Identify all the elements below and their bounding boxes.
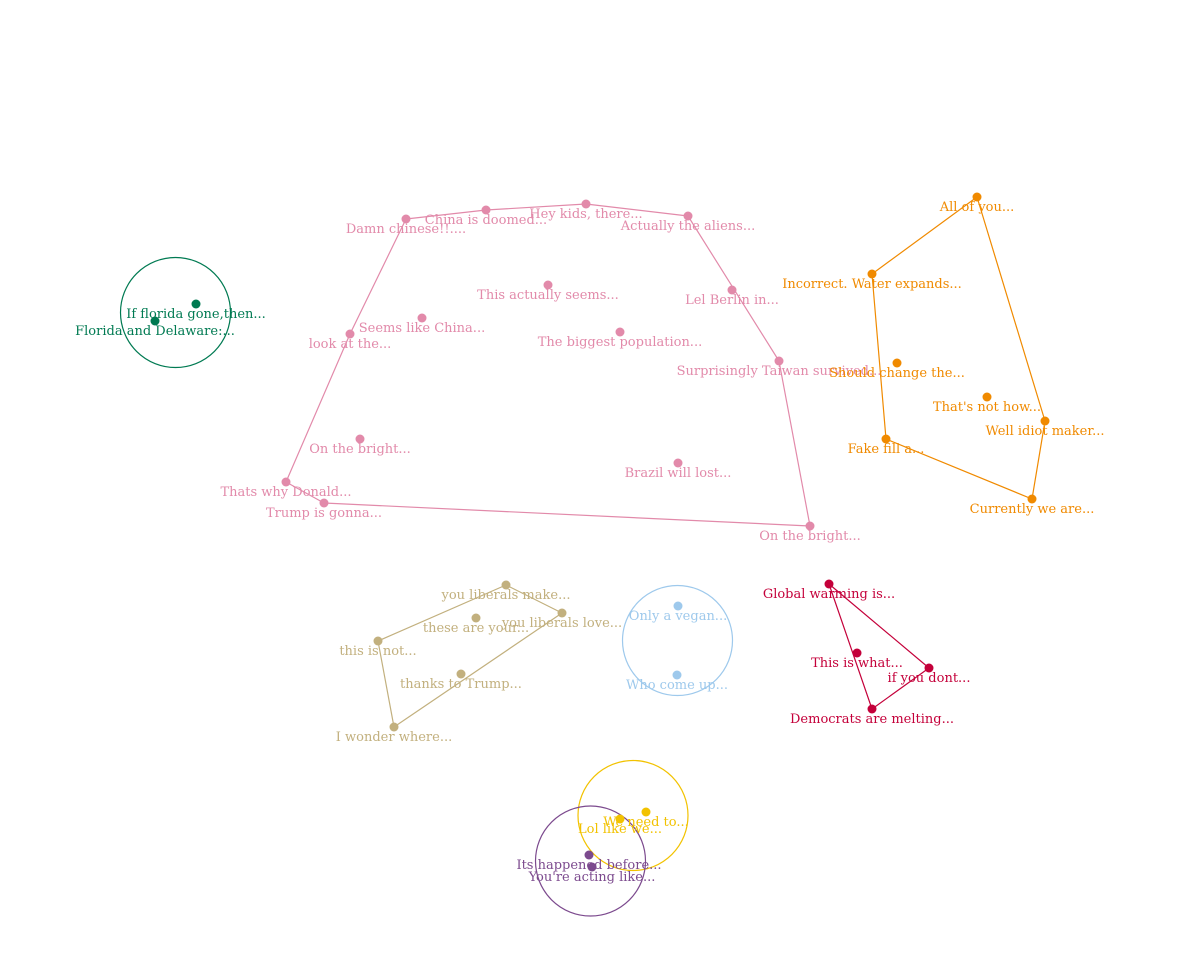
cluster-pink-point-3[interactable]: [683, 211, 693, 221]
cluster-tan-label-4: thanks to Trump...: [400, 677, 522, 692]
cluster-crimson-point-1[interactable]: [852, 648, 862, 658]
cluster-green-point-0[interactable]: [191, 299, 201, 309]
cluster-lightblue-label-1: Who come up...: [626, 678, 728, 693]
cluster-yellow-label-1: Lol like we...: [578, 822, 662, 837]
cluster-tan-label-1: these are your...: [423, 621, 529, 636]
cluster-orange-point-5[interactable]: [881, 434, 891, 444]
cluster-orange-point-2[interactable]: [892, 358, 902, 368]
cluster-tan-label-2: you liberals love...: [501, 616, 622, 631]
cluster-crimson-label-3: Democrats are melting...: [790, 712, 954, 727]
cluster-pink-point-13[interactable]: [319, 498, 329, 508]
cluster-pink-label-14: On the bright...: [759, 529, 861, 544]
cluster-green-label-1: Florida and Delaware:...: [75, 324, 235, 339]
cluster-purple-point-1[interactable]: [587, 862, 597, 872]
cluster-crimson-label-1: This is what...: [811, 656, 903, 671]
cluster-orange-point-0[interactable]: [972, 192, 982, 202]
cluster-pink-label-3: Actually the aliens...: [620, 219, 755, 234]
cluster-crimson-label-2: if you dont...: [888, 671, 971, 686]
cluster-pink-label-12: Thats why Donald...: [220, 485, 351, 500]
cluster-purple-point-0[interactable]: [584, 850, 594, 860]
cluster-pink-point-2[interactable]: [581, 199, 591, 209]
cluster-tan-label-5: I wonder where...: [336, 730, 452, 745]
cluster-tan-point-3[interactable]: [373, 636, 383, 646]
cluster-pink-point-1[interactable]: [481, 205, 491, 215]
cluster-crimson-label-0: Global warming is...: [763, 587, 895, 602]
cluster-yellow-point-0[interactable]: [641, 807, 651, 817]
cluster-pink-label-6: Seems like China...: [359, 321, 485, 336]
cluster-pink-label-4: Lel Berlin in...: [685, 293, 779, 308]
cluster-orange-label-2: Should change the...: [829, 366, 965, 381]
cluster-orange-label-4: Well idiot maker...: [985, 424, 1104, 439]
cluster-orange-label-1: Incorrect. Water expands...: [782, 277, 962, 292]
cluster-tan-label-0: you liberals make...: [441, 588, 571, 603]
cluster-green-label-0: If florida gone,then...: [126, 307, 266, 322]
cluster-pink-point-11[interactable]: [673, 458, 683, 468]
cluster-pink-point-8[interactable]: [345, 329, 355, 339]
cluster-pink-label-0: Damn chinese!!....: [346, 222, 466, 237]
cluster-pink-label-11: Brazil will lost...: [625, 466, 732, 481]
cluster-pink-label-10: On the bright...: [309, 442, 411, 457]
cluster-pink-point-4[interactable]: [727, 285, 737, 295]
cluster-pink-point-5[interactable]: [543, 280, 553, 290]
cluster-lightblue-point-0[interactable]: [673, 601, 683, 611]
cluster-pink-point-10[interactable]: [355, 434, 365, 444]
cluster-crimson-hull: [828, 583, 930, 710]
cluster-lightblue-label-0: Only a vegan...: [629, 609, 727, 624]
cluster-pink-point-6[interactable]: [417, 313, 427, 323]
cluster-pink-point-12[interactable]: [281, 477, 291, 487]
cluster-orange-point-3[interactable]: [982, 392, 992, 402]
point-labels: If florida gone,then... Florida and Delaw…: [75, 200, 1104, 885]
cluster-pink-point-9[interactable]: [774, 356, 784, 366]
cluster-green-outline: [119, 256, 232, 369]
cluster-purple-label-0: Its happened before...: [516, 858, 661, 873]
cluster-tan-point-5[interactable]: [389, 722, 399, 732]
cluster-tan-point-0[interactable]: [501, 580, 511, 590]
cluster-pink-point-7[interactable]: [615, 327, 625, 337]
cluster-orange-label-5: Fake fill a...: [848, 442, 925, 457]
cluster-orange-point-4[interactable]: [1040, 416, 1050, 426]
cluster-tan-point-1[interactable]: [471, 613, 481, 623]
cluster-yellow-outline: [577, 759, 689, 872]
cluster-orange-hull: [871, 196, 1046, 500]
cluster-orange-label-6: Currently we are...: [970, 502, 1095, 517]
cluster-orange-point-1[interactable]: [867, 269, 877, 279]
cluster-lightblue-outline: [621, 584, 734, 697]
cluster-hulls: [119, 196, 1046, 917]
cluster-pink-label-13: Trump is gonna...: [266, 506, 382, 521]
cluster-yellow-label-0: We need to...: [603, 815, 689, 830]
cluster-tan-point-4[interactable]: [456, 669, 466, 679]
cluster-pink-label-7: The biggest population...: [538, 335, 702, 350]
cluster-purple-outline: [534, 805, 647, 917]
cluster-tan-point-2[interactable]: [557, 608, 567, 618]
cluster-lightblue-point-1[interactable]: [672, 670, 682, 680]
cluster-pink-label-8: look at the...: [309, 337, 392, 352]
cluster-yellow-point-1[interactable]: [615, 814, 625, 824]
cluster-orange-label-3: That's not how...: [933, 400, 1041, 415]
cluster-pink-label-9: Surprisingly Taiwan survived...: [677, 364, 882, 379]
cluster-green-point-1[interactable]: [150, 316, 160, 326]
cluster-pink-label-1: China is doomed...: [425, 213, 547, 228]
cluster-purple-label-1: You're acting like...: [528, 870, 656, 885]
cluster-tan-label-3: this is not...: [339, 644, 416, 659]
cluster-crimson-point-3[interactable]: [867, 704, 877, 714]
cluster-pink-hull: [285, 203, 811, 527]
cluster-pink-label-2: Hey kids, there...: [529, 207, 642, 222]
cluster-crimson-point-0[interactable]: [824, 579, 834, 589]
cluster-orange-point-6[interactable]: [1027, 494, 1037, 504]
cluster-pink-label-5: This actually seems...: [477, 288, 619, 303]
data-points: [150, 192, 1050, 872]
cluster-crimson-point-2[interactable]: [924, 663, 934, 673]
cluster-pink-point-0[interactable]: [401, 214, 411, 224]
cluster-pink-point-14[interactable]: [805, 521, 815, 531]
cluster-orange-label-0: All of you...: [939, 200, 1015, 215]
